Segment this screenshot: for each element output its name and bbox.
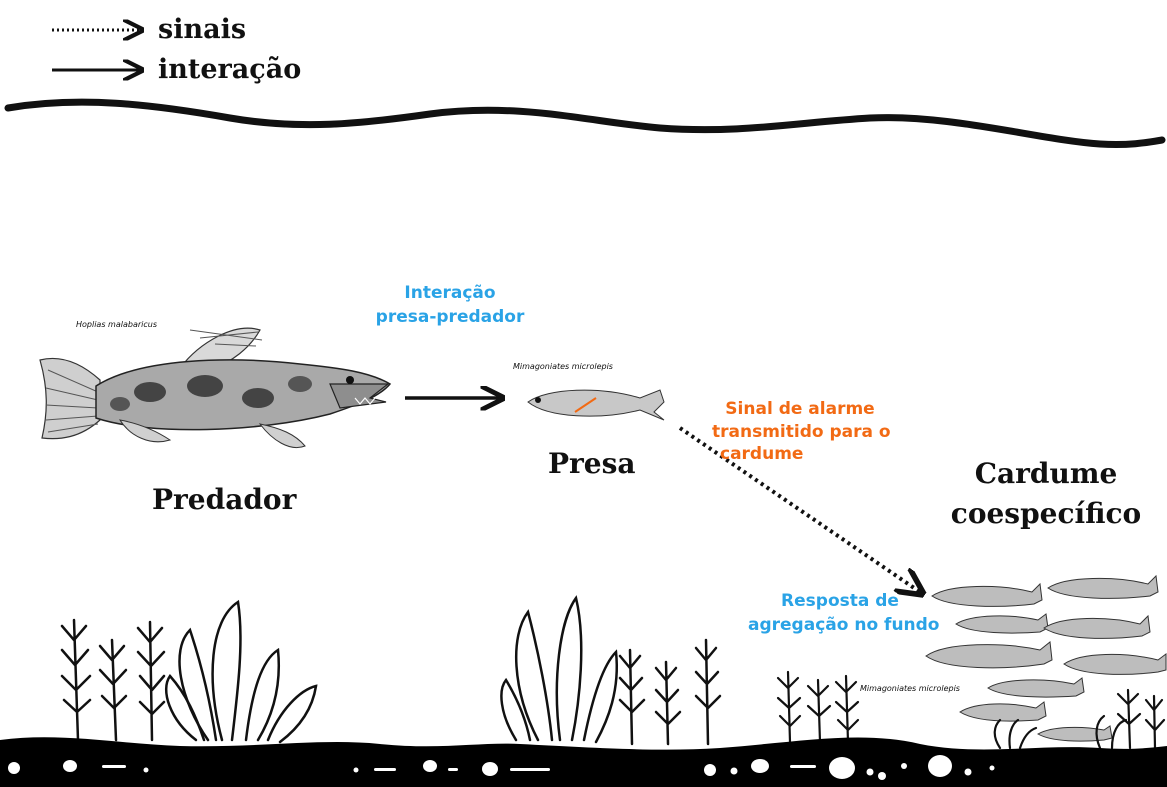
response-annotation-line1: Resposta de	[748, 592, 932, 612]
legend-signals-label: sinais	[158, 14, 246, 45]
aquatic-plants-middle	[501, 598, 720, 744]
alarm-annotation-line2: transmitido para o	[712, 423, 888, 443]
predator-species-name: Hoplias malabaricus	[76, 320, 157, 329]
response-annotation-line2: agregação no fundo	[748, 616, 932, 636]
prey-label: Presa	[548, 448, 636, 480]
shoal-species-name: Mimagoniates microlepis	[860, 684, 960, 693]
predator-label: Predador	[152, 484, 296, 516]
alarm-annotation-line1: Sinal de alarme	[712, 400, 888, 420]
shoal-label: Cardume coespecífico	[946, 458, 1146, 530]
interaction-annotation-line2: presa-predador	[370, 308, 530, 328]
prey-fish-illustration	[528, 390, 664, 420]
interaction-annotation: Interação presa-predador	[370, 284, 530, 327]
alarm-signal-annotation: Sinal de alarme transmitido para o cardu…	[712, 400, 888, 465]
predator-fish-illustration	[40, 328, 390, 447]
response-annotation: Resposta de agregação no fundo	[748, 592, 932, 635]
interaction-annotation-line1: Interação	[370, 284, 530, 304]
aquatic-plants-left	[62, 602, 316, 742]
seabed-ground	[0, 737, 1167, 787]
shoal-label-line2: coespecífico	[946, 498, 1146, 530]
prey-species-name: Mimagoniates microlepis	[513, 362, 613, 371]
water-surface-line	[8, 102, 1162, 144]
alarm-annotation-line3: cardume	[712, 445, 888, 465]
legend-interaction-label: interação	[158, 54, 301, 85]
shoal-label-line1: Cardume	[946, 458, 1146, 490]
